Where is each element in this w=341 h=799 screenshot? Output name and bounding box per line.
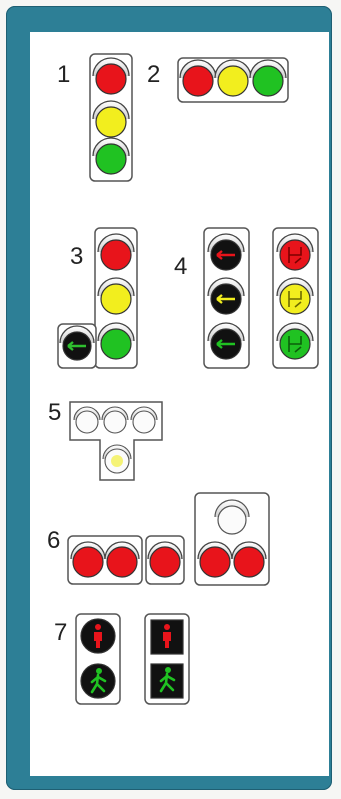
signal-7-pedestrian-round	[76, 614, 120, 704]
lower-lamp	[103, 445, 131, 473]
signal-4-symbol-lights	[273, 228, 318, 368]
signal-1-vertical	[90, 54, 132, 181]
signal-2-horizontal	[178, 58, 288, 102]
white-lamp-left	[74, 407, 100, 433]
red-lamp	[71, 542, 105, 577]
group-number-2: 2	[147, 61, 160, 88]
red-lamp	[148, 542, 182, 577]
white-lamp-right	[131, 407, 157, 433]
signal-6-double-red	[68, 536, 142, 584]
group-number-1: 1	[57, 61, 70, 88]
signal-4-arrow-lights	[204, 228, 249, 368]
signal-5-t-shaped	[70, 402, 162, 480]
signal-6-single-red	[146, 536, 184, 584]
group-number-6: 6	[47, 527, 60, 554]
signal-7-pedestrian-square	[145, 614, 189, 704]
red-lamp	[198, 542, 232, 577]
group-number-3: 3	[70, 243, 83, 270]
group-number-4: 4	[174, 253, 187, 280]
red-lamp	[105, 542, 139, 577]
white-lamp-middle	[102, 407, 128, 433]
red-lamp	[232, 542, 266, 577]
group-number-7: 7	[54, 619, 67, 646]
signal-6-railway-crossing	[195, 493, 269, 585]
group-number-5: 5	[48, 399, 61, 426]
